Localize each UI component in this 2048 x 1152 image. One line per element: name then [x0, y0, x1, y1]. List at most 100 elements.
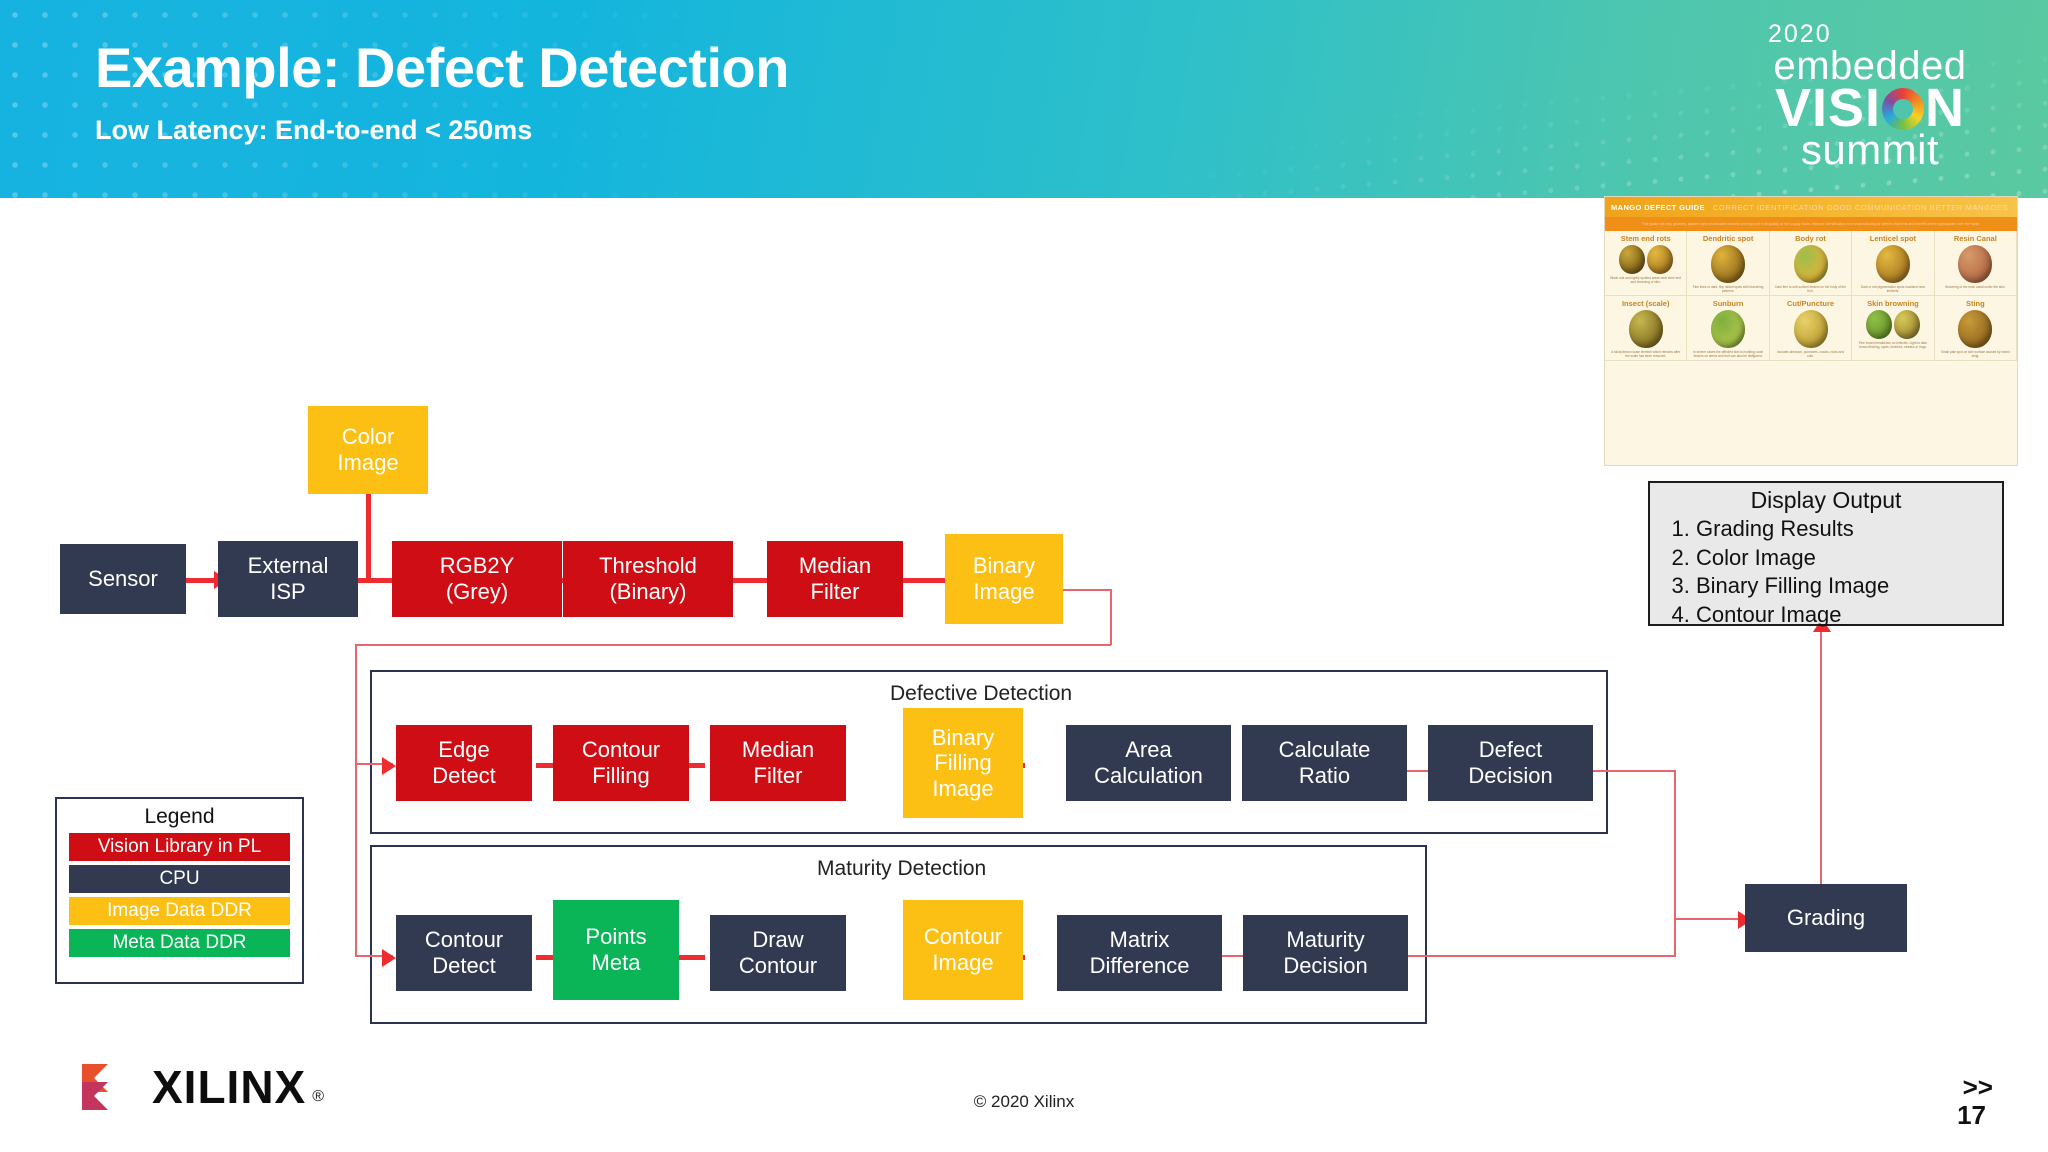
node-edge-detect[interactable]: Edge Detect [396, 725, 532, 801]
mango-photo [1793, 245, 1828, 284]
feedback-binary-image-right [1063, 589, 1111, 591]
mango-photo [1618, 245, 1645, 275]
node-contour-detect[interactable]: Contour Detect [396, 915, 532, 991]
page-number: 17 [1957, 1100, 1986, 1130]
display-output-item: Color Image [1696, 544, 2002, 573]
node-defect-decision[interactable]: Defect Decision [1428, 725, 1593, 801]
node-median-filter-2[interactable]: Median Filter [710, 725, 846, 801]
mango-defect-caption: Body rot [1795, 234, 1826, 243]
node-draw-contour[interactable]: Draw Contour [710, 915, 846, 991]
embedded-vision-summit-logo: 2020 embedded VISI N summit [1720, 20, 2020, 171]
next-slide-marker: >> [1962, 1072, 1993, 1102]
node-threshold[interactable]: Threshold (Binary) [563, 541, 733, 617]
node-contour-image[interactable]: Contour Image [903, 900, 1023, 1000]
connector-sensor-to-isp [186, 578, 218, 583]
page-subtitle: Low Latency: End-to-end < 250ms [95, 115, 533, 145]
node-area-calculation[interactable]: Area Calculation [1066, 725, 1231, 801]
mango-photo [1711, 310, 1746, 349]
mango-defect-caption: Sting [1965, 299, 1985, 309]
node-rgb2y[interactable]: RGB2Y (Grey) [392, 541, 562, 617]
mango-guide-banner: MANGO DEFECT GUIDE CORRECT IDENTIFICATIO… [1605, 197, 2017, 217]
mango-guide-tagline: CORRECT IDENTIFICATION GOOD COMMUNICATIO… [1712, 202, 2009, 212]
mango-photo [1875, 245, 1910, 284]
connector-isp-to-rgb2y [358, 578, 392, 583]
legend-item-meta-data-ddr: Meta Data DDR [69, 929, 290, 957]
node-binary-image[interactable]: Binary Image [945, 534, 1063, 624]
node-matrix-difference[interactable]: Matrix Difference [1057, 915, 1222, 991]
feedback-branch-to-contour-detect [355, 955, 393, 957]
legend-item-vision-library: Vision Library in PL [69, 833, 290, 861]
registered-trademark-icon: ® [312, 1088, 325, 1105]
mango-defect-guide-poster: MANGO DEFECT GUIDE CORRECT IDENTIFICATIO… [1604, 196, 2018, 466]
mango-photo [1958, 310, 1993, 349]
mango-defect-note: Fine brown breakdown on lenticels. Light… [1858, 341, 1928, 350]
dot-pattern-left-decoration [0, 0, 760, 198]
legend-item-image-data-ddr: Image Data DDR [69, 897, 290, 925]
mango-defect-caption: Cut/Puncture [1786, 299, 1835, 309]
node-external-isp[interactable]: External ISP [218, 541, 358, 617]
feedback-branch-to-edge-detect [355, 763, 393, 765]
mango-defect-note: A sticky/brown scale blemish which remai… [1611, 350, 1681, 359]
legend-item-cpu: CPU [69, 865, 290, 893]
arrow-to-contour-detect [382, 949, 396, 967]
node-sensor[interactable]: Sensor [60, 544, 186, 614]
connector-median-to-binary-filling [675, 763, 705, 768]
mango-defect-cell: Sunburn In severe cases the affected skin… [1687, 296, 1770, 361]
node-calculate-ratio[interactable]: Calculate Ratio [1242, 725, 1407, 801]
mango-guide-note: This guide will help growers, packers an… [1605, 217, 2017, 231]
node-grading[interactable]: Grading [1745, 884, 1907, 952]
display-output-item: Grading Results [1696, 515, 2002, 544]
mango-photo [1793, 310, 1828, 349]
connector-isp-to-color-image [366, 464, 371, 580]
logo-vision-text-b: N [1925, 78, 1966, 138]
mango-defect-note: Dark or red pigmentation spots localised… [1860, 285, 1925, 294]
mango-defect-caption: Resin Canal [1953, 234, 1997, 243]
mango-defect-note: Fine lines or dark, tiny raised spots wi… [1692, 285, 1764, 294]
copyright-text: © 2020 Xilinx [973, 1092, 1075, 1111]
connector-grading-to-display-output [1820, 626, 1822, 886]
connector-defect-into-grading [1674, 918, 1744, 920]
slide-header-banner [0, 0, 2048, 198]
mango-defect-note: Dark firm to soft sunken lesions on the … [1775, 285, 1846, 294]
feedback-binary-image-left [355, 644, 1111, 646]
xilinx-mark-icon [82, 1064, 122, 1110]
mango-defect-caption: Lenticel spot [1869, 234, 1917, 243]
mango-photo [1711, 245, 1746, 284]
rainbow-orb-icon [1882, 87, 1925, 130]
mango-defect-caption: Sunburn [1712, 299, 1744, 309]
node-maturity-decision[interactable]: Maturity Decision [1243, 915, 1408, 991]
mango-photo [1958, 245, 1993, 284]
legend-panel: Legend Vision Library in PL CPU Image Da… [55, 797, 304, 984]
mango-defect-caption: Stem end rots [1620, 234, 1671, 243]
node-color-image[interactable]: Color Image [308, 406, 428, 494]
connector-contour-filling-to-median [536, 763, 566, 768]
group-label-maturity-detection: Maturity Detection [817, 857, 987, 880]
legend-title: Legend [144, 805, 215, 828]
mango-defect-note: In severe cases the affected skin is mot… [1693, 350, 1764, 359]
mango-photo [1865, 310, 1892, 340]
mango-defect-note: Includes abrasion, punctures, cracks, ni… [1777, 350, 1844, 359]
connector-maturity-decision-out [1145, 955, 1676, 957]
mango-defect-note: Small pale spot on skin surface caused b… [1940, 350, 2010, 359]
display-output-item: Binary Filling Image [1696, 572, 2002, 601]
node-points-meta[interactable]: Points Meta [553, 900, 679, 1000]
display-output-item: Contour Image [1696, 601, 2002, 630]
node-contour-filling[interactable]: Contour Filling [553, 725, 689, 801]
connector-maturity-to-grading-down [1674, 918, 1676, 956]
mango-guide-title: MANGO DEFECT GUIDE [1611, 202, 1705, 212]
logo-year: 2020 [1768, 20, 1832, 48]
arrow-to-edge-detect [382, 757, 396, 775]
mango-defect-note: Black rots and lightly spotted areas nea… [1610, 276, 1682, 285]
connector-points-meta-to-draw-contour [536, 955, 566, 960]
connector-draw-contour-to-contour-image [675, 955, 705, 960]
page-title: Example: Defect Detection [95, 36, 789, 99]
node-median-filter-1[interactable]: Median Filter [767, 541, 903, 617]
node-binary-filling-image[interactable]: Binary Filling Image [903, 708, 1023, 818]
